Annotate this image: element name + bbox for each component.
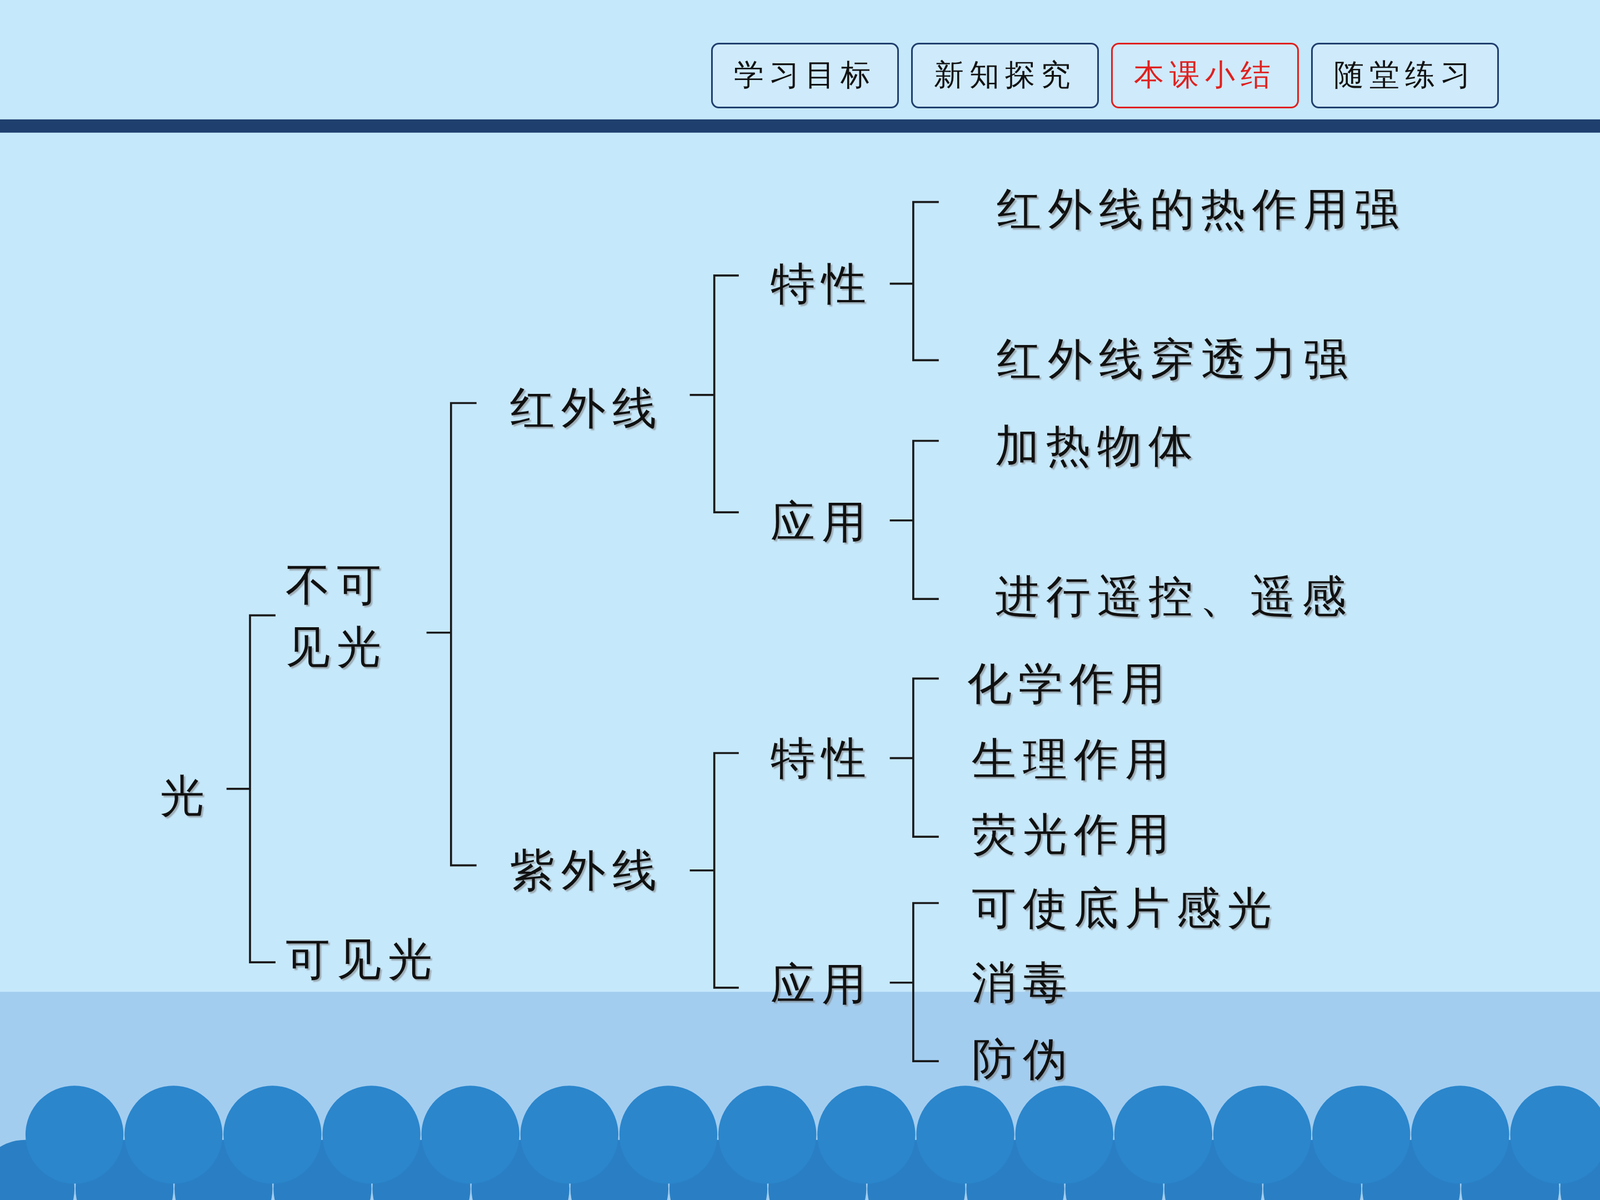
tab-label: 学习目标 xyxy=(733,55,877,96)
nav-tab: 新知探究 xyxy=(911,42,1099,109)
tree-label: 防伪 xyxy=(971,1028,1074,1091)
tree-label: 特性 xyxy=(770,252,873,315)
tree-label: 红外线的热作用强 xyxy=(996,178,1406,241)
tree-label: 加热物体 xyxy=(995,415,1200,478)
tree-label: 可见光 xyxy=(285,928,439,991)
tree-label: 生理作用 xyxy=(971,728,1177,791)
tree-label: 进行遥控、遥感 xyxy=(995,565,1353,628)
tree-label: 荧光作用 xyxy=(971,803,1177,866)
wave-scallops xyxy=(0,1085,1600,1200)
tree-label: 消毒 xyxy=(971,951,1074,1014)
tree-label: 应用 xyxy=(770,953,873,1016)
tree-brackets xyxy=(226,202,939,1062)
tree-label: 不可见光 xyxy=(285,553,392,679)
nav-tab: 本课小结 xyxy=(1111,42,1299,109)
tab-label: 本课小结 xyxy=(1133,55,1277,96)
tree-label: 光 xyxy=(160,765,212,828)
tab-label: 随堂练习 xyxy=(1333,55,1477,96)
tree-label: 特性 xyxy=(770,727,873,790)
tree-label: 化学作用 xyxy=(967,652,1172,715)
header-bar xyxy=(0,119,1600,133)
tree-label: 红外线 xyxy=(510,377,664,440)
tree-label: 应用 xyxy=(770,491,873,554)
tree-label: 紫外线 xyxy=(510,839,664,902)
nav-tab: 学习目标 xyxy=(711,42,899,109)
nav-tab: 随堂练习 xyxy=(1311,42,1499,109)
bottom-band xyxy=(0,991,1600,1200)
tree-label: 可使底片感光 xyxy=(971,877,1279,940)
tab-label: 新知探究 xyxy=(933,55,1077,96)
tree-label: 红外线穿透力强 xyxy=(996,328,1355,391)
